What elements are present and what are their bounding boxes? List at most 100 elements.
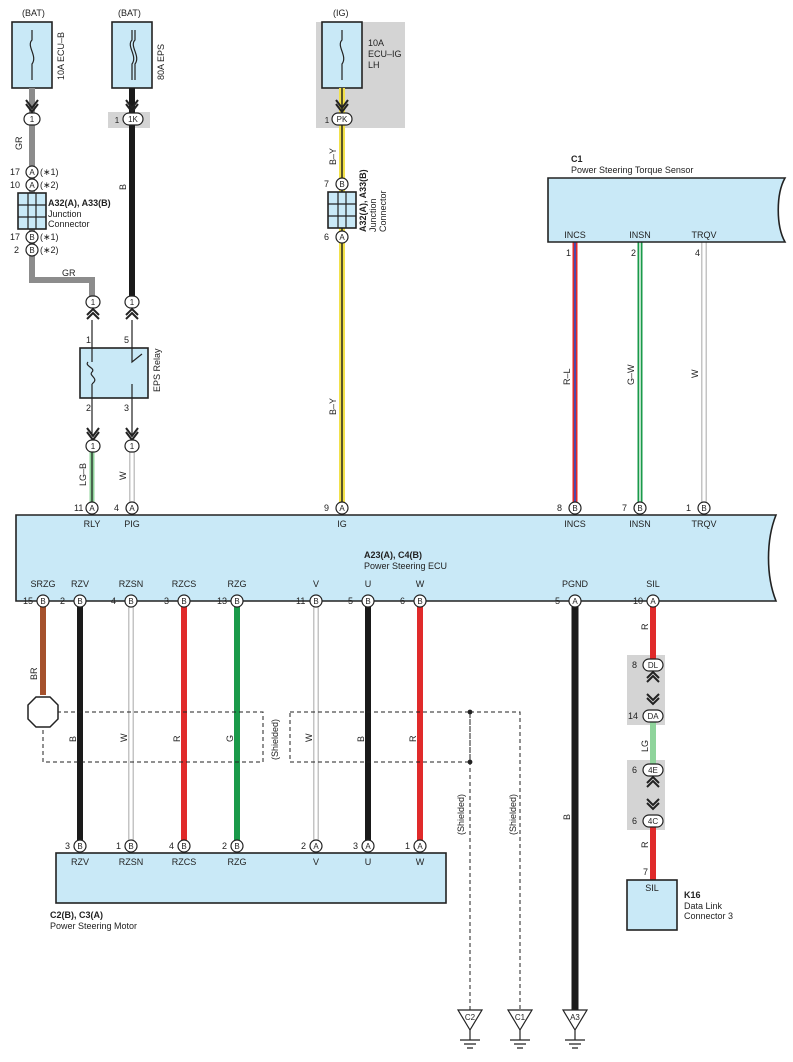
ecu-bottom-conn-letter: B	[181, 597, 186, 606]
jl-note-2: (∗2)	[40, 180, 59, 190]
ecu-bottom-conn-letter: A	[572, 597, 578, 606]
dlc-name-1: Data Link	[684, 901, 723, 911]
ecu-top-pin-number: 11	[74, 503, 83, 513]
source-ig: (IG)	[333, 8, 349, 18]
relay-splice-bottom: 1 1	[85, 427, 140, 453]
ecu-top-conn-letter: A	[129, 504, 135, 513]
shield-junction-2	[467, 759, 473, 765]
ground-symbol	[460, 1030, 480, 1049]
ecu-top-pin-conn	[125, 501, 139, 515]
wire-label-sil-2: R	[640, 841, 650, 848]
motor-pin-conn	[124, 839, 138, 853]
fuse-ig-label-3: LH	[368, 60, 380, 70]
ground-symbol	[565, 1030, 585, 1049]
splice-da-pin: 14	[628, 711, 638, 721]
ground-symbol	[510, 1030, 530, 1049]
ecu-bottom-term: RZV	[71, 579, 89, 589]
jl-id: A32(A), A33(B)	[48, 198, 111, 208]
dlc-term: SIL	[645, 883, 659, 893]
motor-conn-letter: B	[234, 842, 239, 851]
ecu-bottom-pin-conn	[361, 594, 375, 608]
ground-icon	[506, 1009, 534, 1032]
junction-connector-left: A A B B	[17, 165, 47, 257]
fuse-ecu-b	[11, 21, 53, 89]
wire-label-gr-1: GR	[14, 136, 24, 150]
ecu-top-term: IG	[337, 519, 347, 529]
shield-label-2: (Shielded)	[456, 794, 466, 835]
shield-label-1: (Shielded)	[270, 719, 280, 760]
svg-text:B: B	[339, 180, 344, 189]
fuse-ig-label-2: ECU–IG	[368, 49, 402, 59]
ground-label: C1	[515, 1013, 526, 1022]
ecu-bottom-pin-number: 5	[555, 596, 560, 606]
jm-pin-2: 6	[324, 232, 329, 242]
fuse-icon	[129, 30, 138, 80]
wire-label-b: B	[118, 184, 128, 190]
relay-pin-5: 5	[124, 335, 129, 345]
wire-label-gw: G–W	[626, 364, 636, 385]
ecu-top-term: RLY	[84, 519, 101, 529]
svg-text:DA: DA	[647, 712, 659, 721]
ecu-top-pin-number: 4	[114, 503, 119, 513]
ecu-bottom-term: SIL	[646, 579, 660, 589]
shield-ground-octagon	[27, 696, 59, 728]
ecu-top-conn-letter: B	[572, 504, 577, 513]
source-bat-2: (BAT)	[118, 8, 141, 18]
ecu-bottom-pin-conn	[230, 594, 244, 608]
ecu-bottom-pin-conn	[73, 594, 87, 608]
motor-name: Power Steering Motor	[50, 921, 137, 931]
motor-pin-number: 3	[65, 841, 70, 851]
relay-leads	[91, 320, 133, 436]
sensor-term-trqv: TRQV	[691, 230, 716, 240]
wire-label-by-1: B–Y	[328, 148, 338, 165]
wire-label-rzsn: W	[119, 733, 129, 742]
wire-label-w-trqv: W	[690, 369, 700, 378]
svg-text:B: B	[29, 246, 34, 255]
wire-label-rzg: G	[225, 735, 235, 742]
motor-pin-conn	[361, 839, 375, 853]
svg-text:1: 1	[325, 116, 330, 125]
sensor-pin-4: 4	[695, 248, 700, 258]
motor-id: C2(B), C3(A)	[50, 910, 103, 920]
ecu-bottom-term: RZSN	[119, 579, 144, 589]
svg-text:A: A	[339, 233, 345, 242]
motor-conn-letter: A	[417, 842, 423, 851]
ecu-bottom-pin-number: 2	[60, 596, 65, 606]
power-steering-ecu-box	[15, 514, 778, 602]
jl-pin-3: 17	[10, 232, 20, 242]
ecu-bottom-pin-conn	[124, 594, 138, 608]
splice-dl-pin: 8	[632, 660, 637, 670]
motor-term: RZSN	[119, 857, 144, 867]
eps-relay	[79, 347, 149, 399]
ecu-bottom-pin-number: 10	[633, 596, 643, 606]
conn-bat2: 1 1K	[115, 99, 144, 126]
dlc-pin: 7	[643, 867, 648, 877]
ecu-bottom-pin-number: 3	[164, 596, 169, 606]
svg-text:PK: PK	[337, 115, 348, 124]
ecu-bottom-term: W	[416, 579, 425, 589]
ecu-bottom-pin-number: 5	[348, 596, 353, 606]
ecu-bottom-conn-letter: B	[128, 597, 133, 606]
relay-switch-icon	[131, 348, 143, 398]
source-bat-1: (BAT)	[22, 8, 45, 18]
svg-text:1: 1	[130, 442, 135, 451]
shield-drain-c1	[470, 711, 521, 1010]
sensor-term-insn: INSN	[629, 230, 651, 240]
wire-label-by-2: B–Y	[328, 398, 338, 415]
svg-text:1: 1	[115, 116, 120, 125]
motor-pin-number: 2	[222, 841, 227, 851]
ecu-bottom-term: U	[365, 579, 372, 589]
motor-term: V	[313, 857, 319, 867]
jm-id: A32(A), A33(B)	[358, 169, 368, 232]
ecu-top-conn-letter: A	[89, 504, 95, 513]
wire-label-br: BR	[29, 667, 39, 680]
motor-conn-letter: A	[365, 842, 371, 851]
svg-text:A: A	[29, 168, 35, 177]
ecu-bottom-pin-number: 15	[23, 596, 33, 606]
ecu-bottom-conn-letter: B	[417, 597, 422, 606]
svg-text:1K: 1K	[128, 115, 138, 124]
ecu-bottom-pin-number: 6	[400, 596, 405, 606]
motor-pin-conn	[177, 839, 191, 853]
